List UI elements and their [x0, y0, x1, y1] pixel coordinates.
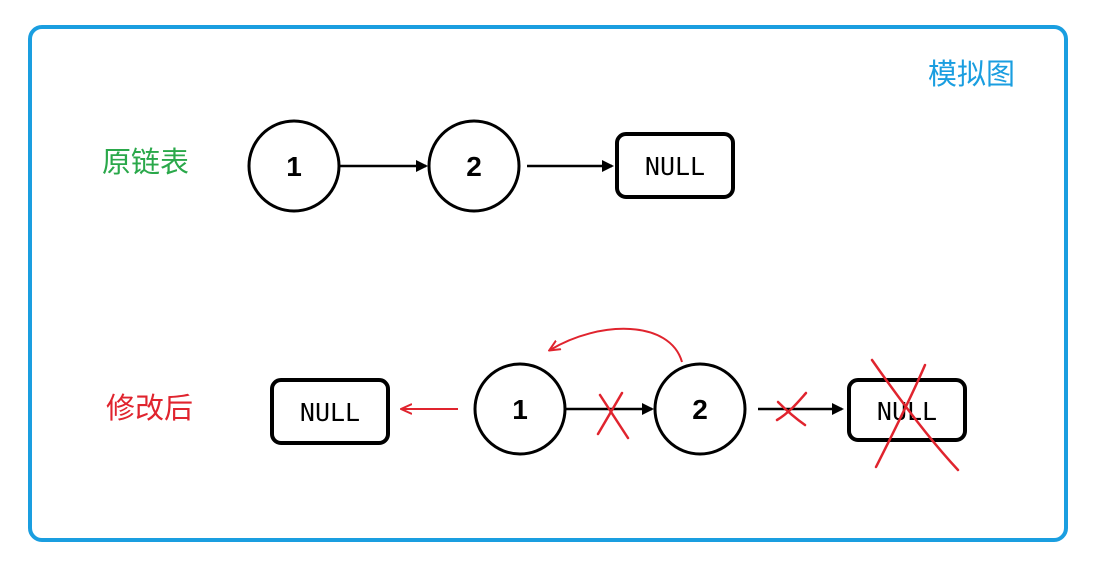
modified-null-box	[270, 378, 390, 445]
original-node-2-value: 2	[466, 151, 482, 182]
original-node-1	[247, 119, 341, 213]
cross-mark-2-to-null	[775, 391, 808, 427]
modified-list: NULL 1 2 NULL	[270, 327, 967, 472]
modified-node-2-value: 2	[692, 394, 708, 425]
crossed-null-text: NULL	[877, 397, 937, 426]
original-list: 1 2 NULL	[247, 119, 735, 213]
modified-node-1-value: 1	[512, 394, 528, 425]
modified-node-2	[653, 362, 747, 456]
cross-mark-null	[870, 358, 960, 472]
diagram-frame	[28, 25, 1068, 542]
new-arrow-2-to-1	[550, 327, 683, 363]
original-list-label: 原链表	[102, 145, 190, 179]
modified-node-1	[473, 362, 567, 456]
modified-null-text: NULL	[300, 398, 360, 427]
original-null-box	[615, 132, 735, 199]
cross-mark-1-to-2	[596, 391, 630, 440]
modified-list-label: 修改后	[106, 391, 194, 425]
original-null-text: NULL	[645, 152, 705, 181]
diagram-title: 模拟图	[928, 57, 1016, 91]
original-node-1-value: 1	[286, 151, 302, 182]
original-node-2	[427, 119, 521, 213]
